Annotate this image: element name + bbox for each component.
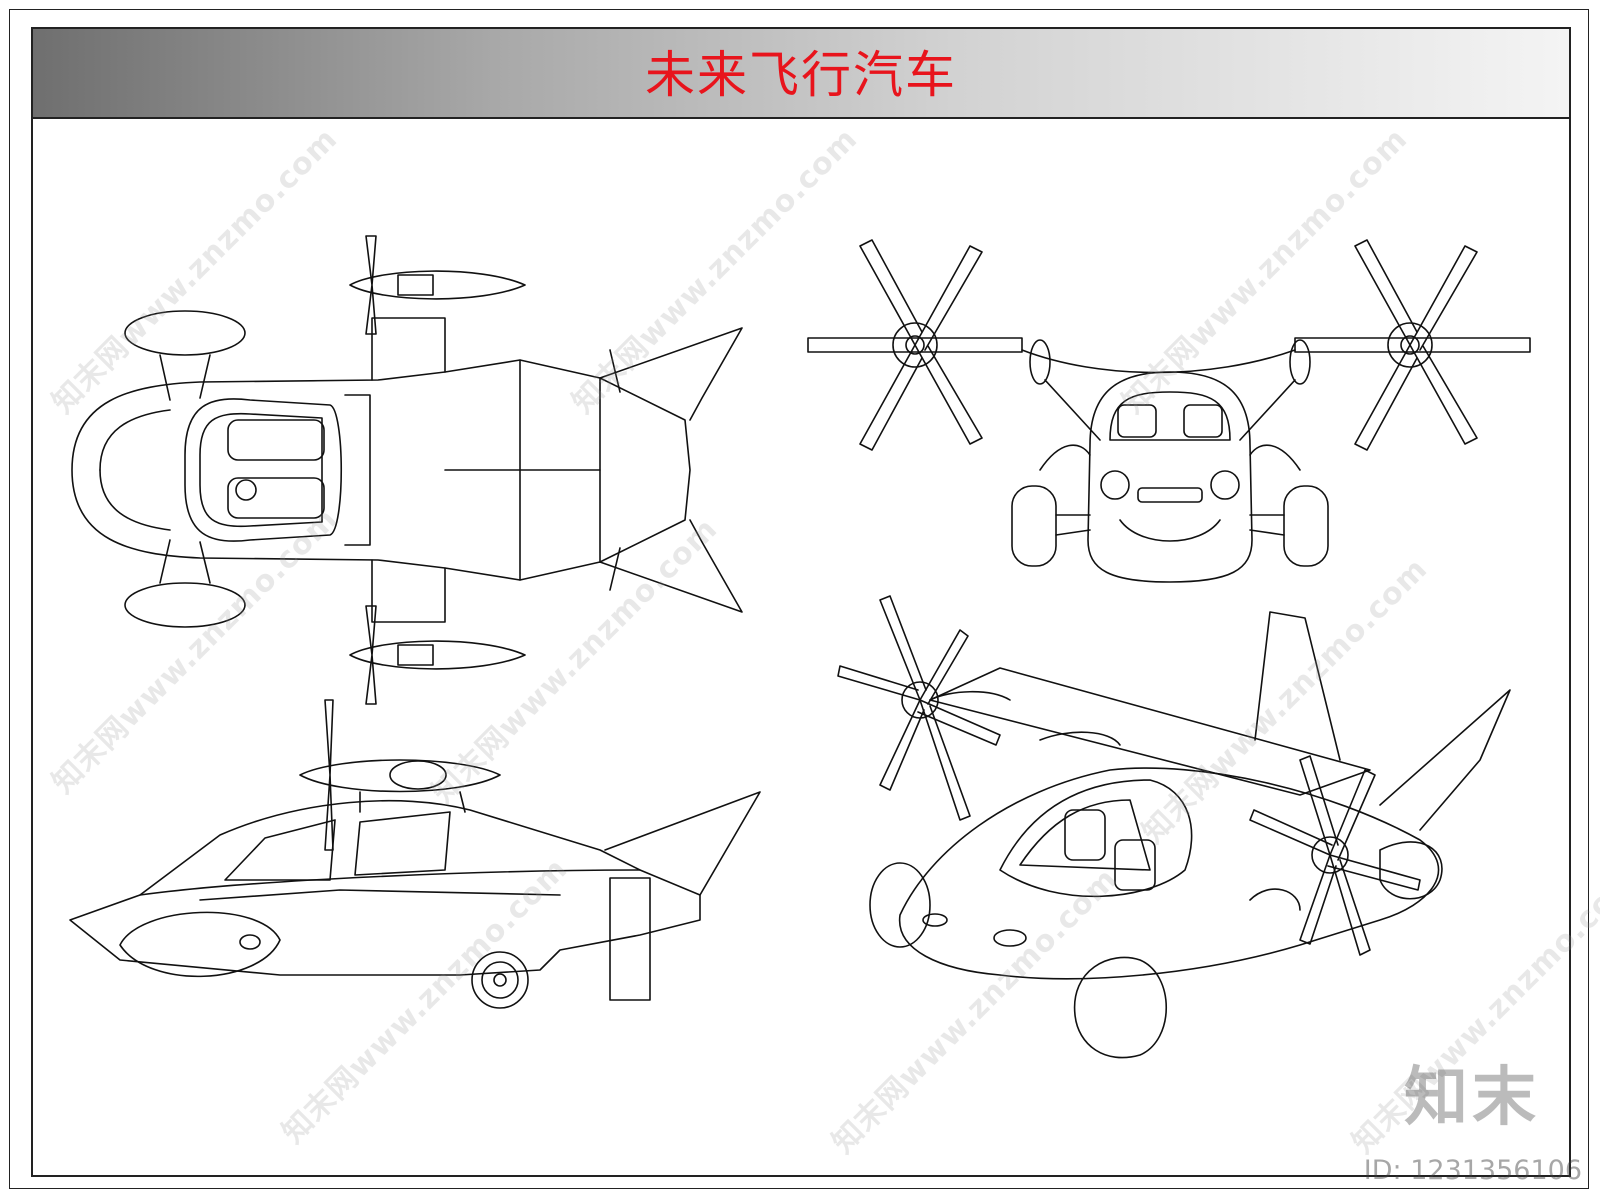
drawing-sheet-border — [9, 9, 1589, 1189]
title-bar: 未来飞行汽车 — [31, 27, 1571, 119]
brand-logo: 知末 — [1404, 1061, 1540, 1135]
drawing-title: 未来飞行汽车 — [645, 46, 957, 104]
perspective-view — [837, 595, 1511, 1059]
image-id-label: ID: 1231356106 — [1363, 1155, 1582, 1186]
top-view — [71, 235, 743, 705]
front-view — [807, 239, 1531, 583]
side-view — [69, 699, 761, 1009]
